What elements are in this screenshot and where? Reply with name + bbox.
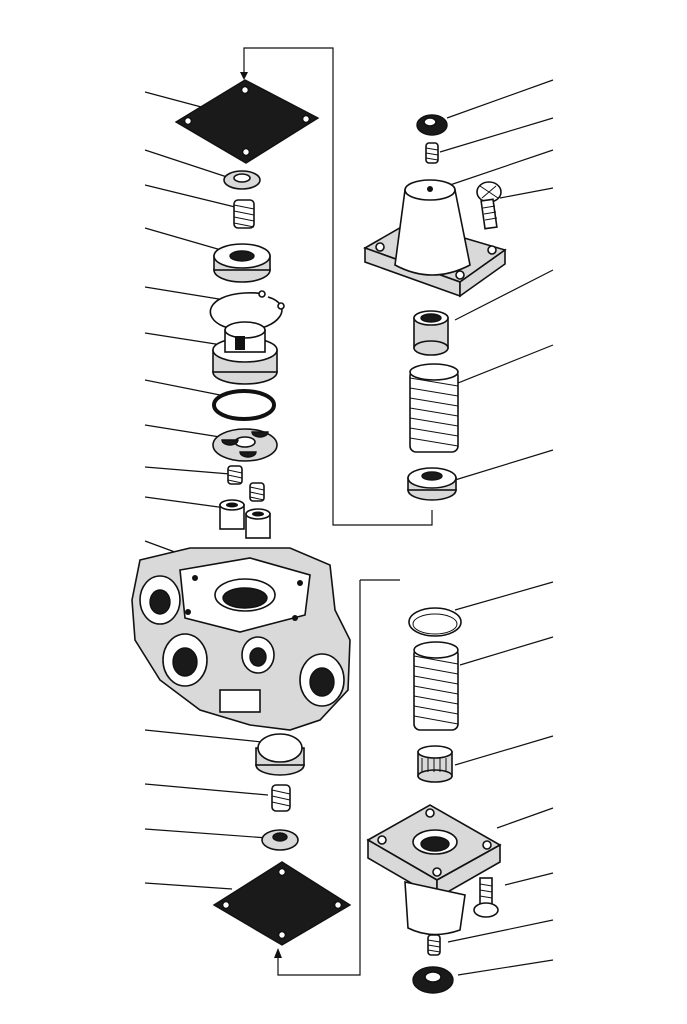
snap-ring — [209, 290, 285, 331]
piston — [212, 321, 278, 385]
bushing — [413, 310, 449, 356]
gasket-top — [174, 79, 320, 164]
upper-cover — [363, 179, 507, 298]
valve-guides-pair — [219, 499, 271, 539]
lower-cover — [366, 804, 502, 936]
bolt-lower — [473, 877, 499, 918]
plug-cap — [255, 733, 305, 776]
cup-seat — [213, 243, 271, 283]
cap-nut-top — [416, 114, 448, 136]
assembly-path-lines — [240, 47, 433, 976]
assembly-arrow-icon — [240, 72, 248, 80]
small-spring — [233, 199, 255, 229]
assembly-arrow-icon — [274, 948, 282, 958]
valve-housing — [131, 547, 351, 731]
set-screw-lower — [427, 934, 441, 956]
gasket-bottom — [212, 861, 352, 946]
bolt-upper — [476, 181, 502, 230]
left-leader-lines — [144, 91, 269, 890]
lower-valve-disc — [261, 829, 299, 851]
cap-nut-bottom — [412, 966, 454, 994]
spring-seat-upper — [407, 467, 457, 501]
right-leader-lines — [439, 79, 554, 976]
disc-cap-lower — [408, 607, 462, 637]
lower-small-spring — [271, 784, 291, 812]
small-springs-pair — [227, 465, 265, 502]
main-spring-lower — [413, 641, 459, 731]
set-screw-top — [425, 142, 439, 164]
o-ring — [212, 389, 276, 421]
valve-plate — [212, 428, 278, 462]
spring-seat-lower — [417, 745, 453, 783]
main-spring-upper — [409, 363, 459, 453]
valve-disc-small — [223, 170, 261, 190]
